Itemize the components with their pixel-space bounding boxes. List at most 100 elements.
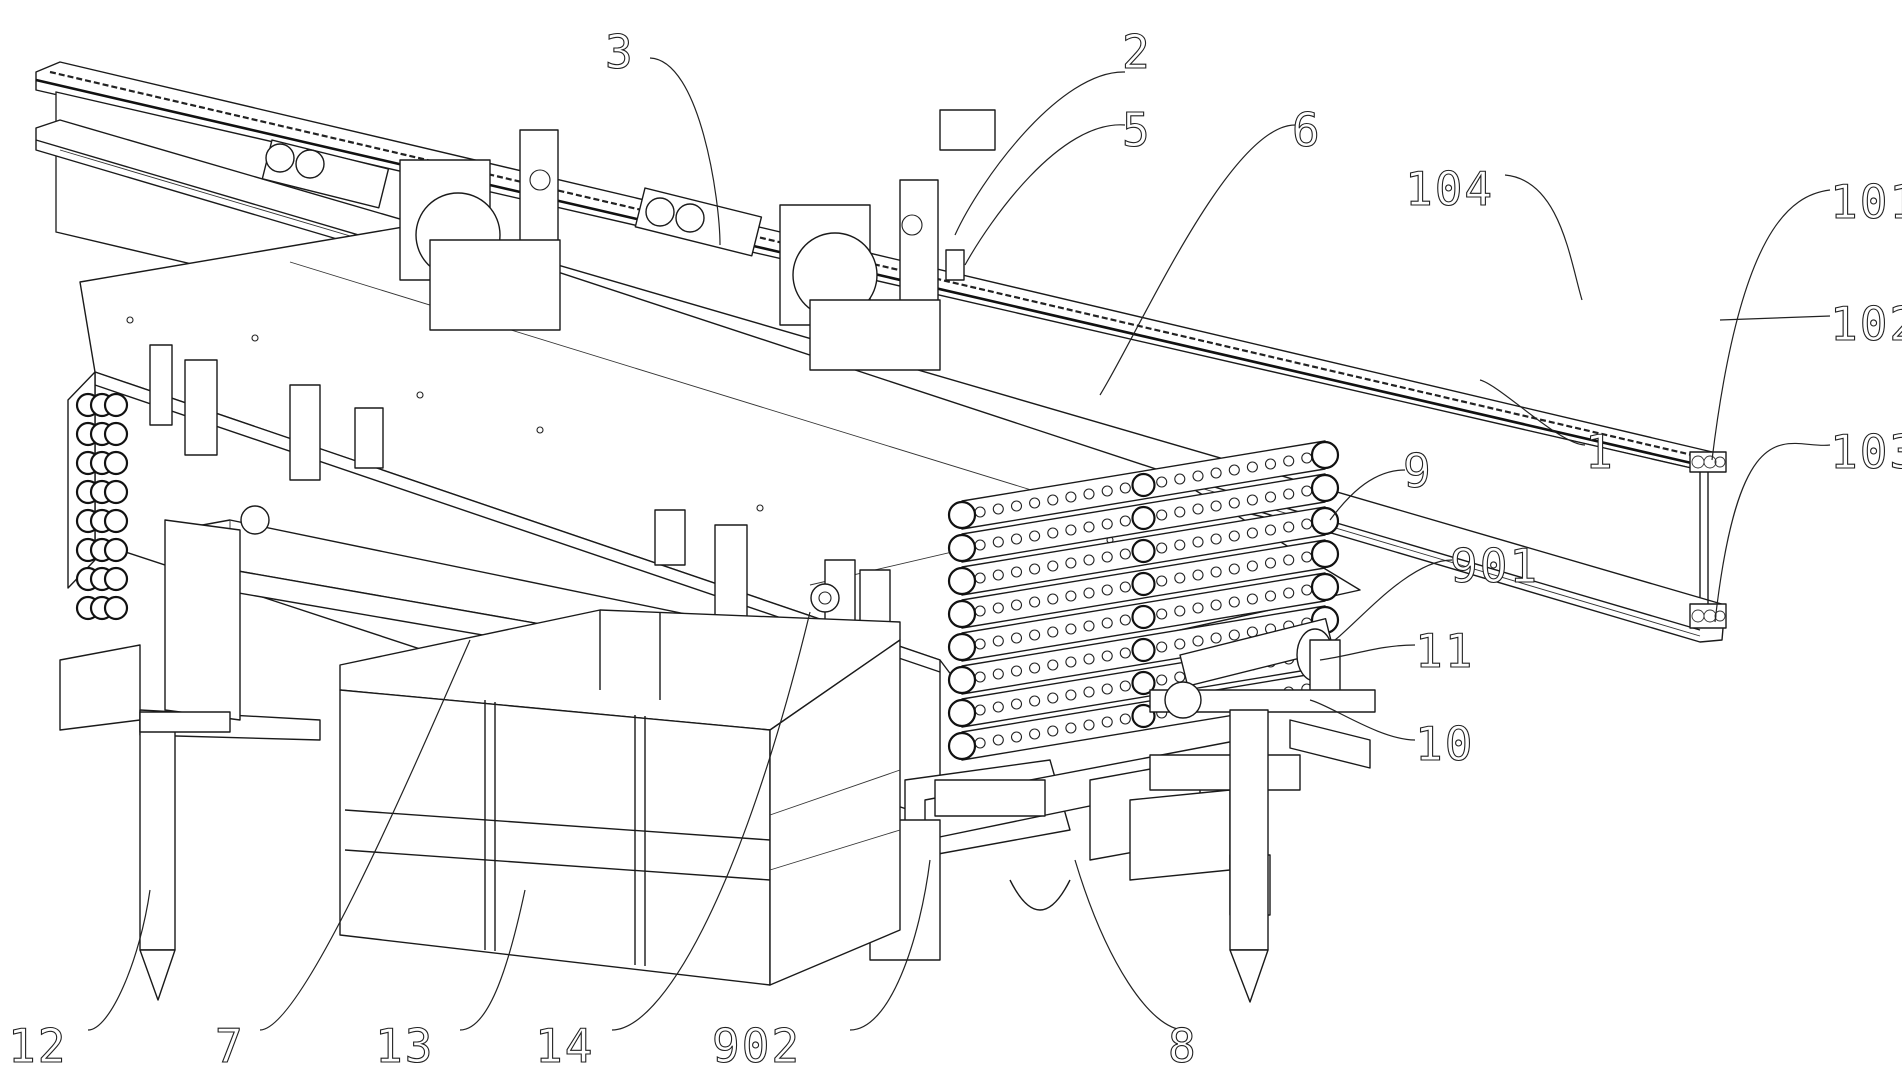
label-1: 1	[1585, 425, 1615, 479]
plate-hole	[1228, 596, 1240, 608]
plate-hole	[1174, 572, 1186, 584]
plate-hole	[1156, 674, 1168, 686]
plate-hole	[1246, 560, 1258, 572]
plate-hole	[1119, 680, 1131, 692]
lifting-eye	[810, 583, 840, 613]
plate-hole	[1101, 716, 1113, 728]
plate-hole	[1065, 656, 1077, 668]
plate-hole	[992, 635, 1004, 647]
plate-hole	[1246, 527, 1258, 539]
plate-hole	[1065, 722, 1077, 734]
plate-hole	[1119, 548, 1131, 560]
plate-hole	[1065, 590, 1077, 602]
plate-hole	[1264, 557, 1277, 569]
chain-roller	[947, 698, 977, 728]
plate-hole	[1029, 530, 1041, 542]
plate-hole	[974, 737, 986, 749]
label-2: 2	[1122, 25, 1152, 79]
plate-hole	[1029, 662, 1041, 674]
label-5: 5	[1122, 103, 1152, 157]
plate-hole	[1246, 461, 1258, 473]
chain-roller	[1131, 670, 1156, 696]
plate-hole	[1228, 497, 1240, 509]
plate-hole	[1192, 503, 1204, 515]
label-104: 104	[1405, 162, 1494, 216]
plate-hole	[1156, 476, 1168, 488]
label-10: 10	[1415, 717, 1474, 771]
plate-hole	[974, 539, 986, 551]
plate-hole	[1065, 491, 1077, 503]
plate-hole	[1156, 542, 1168, 554]
plate-hole	[1192, 602, 1204, 614]
plate-hole	[1283, 521, 1295, 533]
plate-hole	[992, 734, 1004, 746]
chain-roller	[947, 731, 977, 761]
plate-hole	[1210, 467, 1222, 479]
plate-hole	[1083, 620, 1095, 632]
plate-hole	[1301, 584, 1313, 596]
chain-roller	[1131, 472, 1156, 498]
plate-hole	[1192, 635, 1204, 647]
chain-roller	[947, 599, 977, 629]
plate-hole	[1246, 593, 1258, 605]
plate-hole	[1174, 638, 1186, 650]
plate-hole	[1283, 455, 1295, 467]
plate-hole	[1264, 491, 1277, 503]
rail-rack-teeth	[49, 70, 1706, 460]
mounting-bracket	[1149, 681, 1376, 769]
plate-hole	[1101, 518, 1113, 530]
chain-roller	[1131, 604, 1156, 630]
plate-hole	[1119, 713, 1131, 725]
chain-roller	[103, 566, 129, 592]
plate-hole	[992, 569, 1004, 581]
plate-hole	[1119, 647, 1131, 659]
plate-hole	[1283, 488, 1295, 500]
chain-roller	[947, 665, 977, 695]
reference-labels: 3 2 5 6 104 101 102 103 1 9 901 11 10 12…	[7, 24, 1902, 1073]
plate-hole	[1246, 494, 1258, 506]
plate-hole	[992, 668, 1004, 680]
plate-hole	[1301, 485, 1313, 497]
label-9: 9	[1403, 444, 1433, 498]
plate-hole	[1228, 530, 1240, 542]
plate-hole	[1192, 536, 1204, 548]
plate-hole	[1264, 590, 1277, 602]
label-902: 902	[712, 1019, 801, 1073]
chain-roller	[103, 595, 129, 621]
plate-hole	[1101, 584, 1113, 596]
plate-hole	[992, 701, 1004, 713]
label-3: 3	[605, 25, 635, 79]
plate-hole	[1029, 695, 1041, 707]
label-901: 901	[1450, 539, 1539, 593]
plate-hole	[1264, 458, 1277, 470]
plate-hole	[1119, 581, 1131, 593]
plate-hole	[1029, 563, 1041, 575]
plate-hole	[1192, 470, 1204, 482]
plate-hole	[1047, 494, 1059, 506]
plate-hole	[1010, 500, 1023, 512]
plate-hole	[1083, 686, 1095, 698]
plate-hole	[1065, 524, 1077, 536]
left-chain-rollers	[75, 392, 129, 621]
chain-roller	[103, 479, 129, 505]
plate-hole	[1047, 692, 1059, 704]
plate-hole	[1119, 614, 1131, 626]
trolley-left	[261, 129, 561, 331]
plate-hole	[1083, 554, 1095, 566]
plate-hole	[1301, 452, 1313, 464]
plate-hole	[1065, 557, 1077, 569]
plate-hole	[1228, 464, 1240, 476]
lifting-eye-left	[240, 505, 270, 535]
chain-roller	[947, 500, 977, 530]
plate-hole	[1047, 659, 1059, 671]
chain-roller	[1310, 440, 1340, 470]
plate-hole	[1029, 629, 1041, 641]
label-101: 101	[1830, 175, 1902, 229]
chain-roller	[103, 537, 129, 563]
trolley-right	[634, 179, 965, 371]
chain-roller	[103, 508, 129, 534]
plate-hole	[1010, 632, 1023, 644]
plate-hole	[1101, 650, 1113, 662]
plate-hole	[1065, 623, 1077, 635]
